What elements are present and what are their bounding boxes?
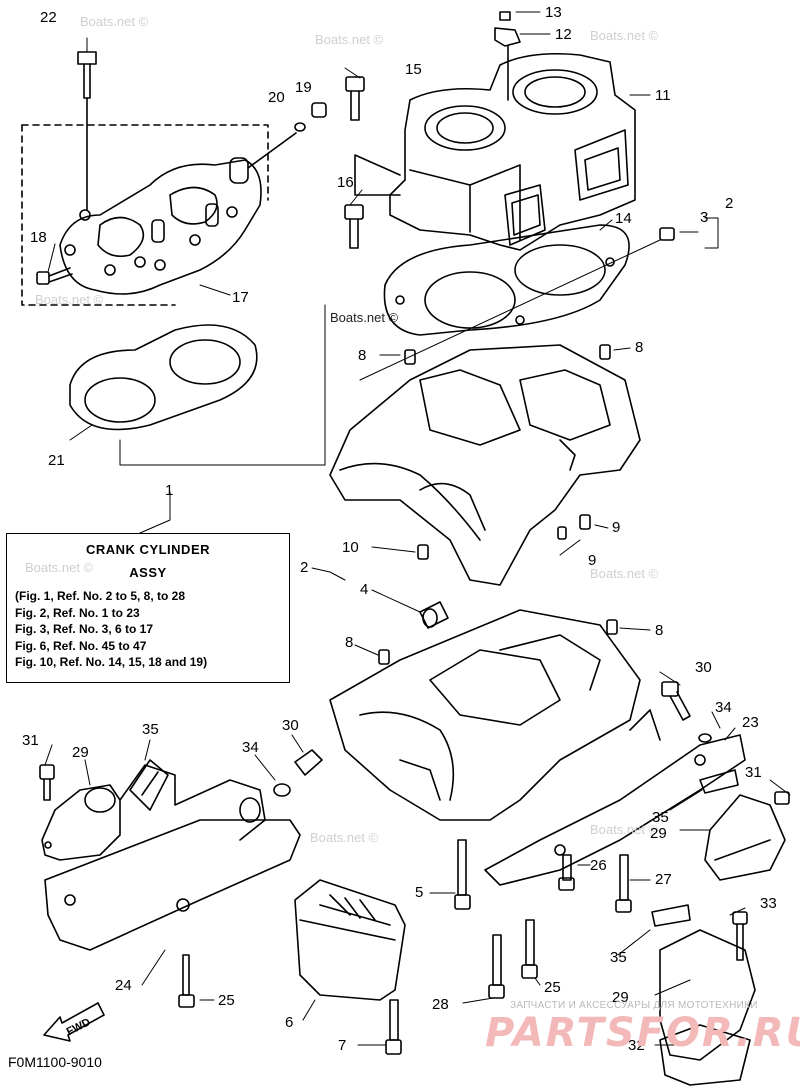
callout-8: 8 bbox=[358, 347, 367, 364]
bolt-15 bbox=[345, 76, 365, 121]
engine-mount-29-left bbox=[39, 764, 121, 861]
callout-10: 10 bbox=[342, 539, 359, 556]
watermark: Boats.net © bbox=[590, 822, 659, 837]
callout-29: 29 bbox=[612, 989, 629, 1006]
watermark: Boats.net © bbox=[80, 14, 149, 29]
cylinder-block bbox=[354, 53, 636, 251]
bushing-4 bbox=[419, 601, 449, 629]
watermark: Boats.net © bbox=[35, 292, 104, 307]
right-side-bolts bbox=[661, 681, 790, 961]
callout-23: 23 bbox=[742, 714, 759, 731]
bolt-22 bbox=[77, 51, 97, 211]
leader-lines bbox=[44, 11, 791, 1046]
shim-35-left bbox=[129, 759, 169, 811]
watermark: Boats.net © bbox=[315, 32, 384, 47]
callout-30: 30 bbox=[282, 717, 299, 734]
bolt-18 bbox=[36, 267, 73, 285]
watermark: Boats.net © bbox=[590, 566, 659, 581]
callout-18: 18 bbox=[30, 229, 47, 246]
callout-9: 9 bbox=[588, 552, 597, 569]
callout-34: 34 bbox=[242, 739, 259, 756]
head-cover-assembly bbox=[21, 124, 269, 306]
callout-2: 2 bbox=[300, 559, 309, 576]
callout-31: 31 bbox=[745, 764, 762, 781]
assy-ref-line: Fig. 2, Ref. No. 1 to 23 bbox=[15, 605, 140, 620]
partsfor-caption: ЗАПЧАСТИ И АКСЕССУАРЫ ДЛЯ МОТОТЕХНИКИ bbox=[510, 1000, 758, 1011]
callout-30: 30 bbox=[695, 659, 712, 676]
engine-mount-32 bbox=[659, 929, 756, 1086]
callout-15: 15 bbox=[405, 61, 422, 78]
callout-12: 12 bbox=[555, 26, 572, 43]
gasket-14 bbox=[383, 224, 630, 336]
callout-33: 33 bbox=[760, 895, 777, 912]
callout-19: 19 bbox=[295, 79, 312, 96]
mount-bracket-23 bbox=[484, 709, 746, 886]
callout-27: 27 bbox=[655, 871, 672, 888]
callout-14: 14 bbox=[615, 210, 632, 227]
callout-25: 25 bbox=[544, 979, 561, 996]
watermark: Boats.net © bbox=[590, 28, 659, 43]
callout-16: 16 bbox=[337, 174, 354, 191]
callout-7: 7 bbox=[338, 1037, 347, 1054]
gasket-21 bbox=[69, 324, 258, 431]
callout-35: 35 bbox=[652, 809, 669, 826]
watermark: Boats.net © bbox=[330, 310, 399, 325]
lower-crankcase bbox=[329, 609, 641, 821]
upper-crankcase bbox=[329, 344, 641, 586]
crank-cylinder-assy-box: CRANK CYLINDER ASSY (Fig. 1, Ref. No. 2 … bbox=[6, 533, 290, 683]
watermark: Boats.net © bbox=[310, 830, 379, 845]
mount-bracket-24 bbox=[44, 764, 301, 951]
callout-32: 32 bbox=[628, 1037, 645, 1054]
callout-34: 34 bbox=[715, 699, 732, 716]
callout-11: 11 bbox=[655, 87, 671, 104]
engine-mount-6 bbox=[294, 879, 406, 1001]
callout-3: 3 bbox=[700, 209, 709, 226]
diagram-code: F0M1100-9010 bbox=[8, 1054, 102, 1070]
assy-ref-line: Fig. 3, Ref. No. 3, 6 to 17 bbox=[15, 622, 154, 636]
callout-13: 13 bbox=[545, 4, 562, 21]
bracket-12 bbox=[494, 11, 521, 101]
callout-8: 8 bbox=[345, 634, 354, 651]
assy-ref-line: Fig. 10, Ref. No. 14, 15, 18 and 19) bbox=[15, 655, 208, 669]
callout-17: 17 bbox=[232, 289, 249, 306]
assy-title-line2: ASSY bbox=[129, 565, 167, 580]
callout-25: 25 bbox=[218, 992, 235, 1009]
callout-29: 29 bbox=[650, 825, 667, 842]
callout-8: 8 bbox=[655, 622, 664, 639]
assy-ref-line: Fig. 6, Ref. No. 45 to 47 bbox=[15, 638, 147, 653]
dowel-pins bbox=[378, 344, 618, 665]
watermark: Boats.net © bbox=[25, 560, 94, 575]
plug-19-washer-20 bbox=[247, 102, 327, 169]
callout-31: 31 bbox=[22, 732, 39, 749]
callout-6: 6 bbox=[285, 1014, 294, 1031]
partsfor-logo: PARTSFOR.RU bbox=[485, 1010, 800, 1056]
callout-4: 4 bbox=[360, 581, 369, 598]
forward-arrow-icon: FWD bbox=[43, 1002, 105, 1042]
callout-28: 28 bbox=[432, 996, 449, 1013]
callout-21: 21 bbox=[48, 452, 65, 469]
engine-mount-29-right bbox=[704, 794, 786, 881]
callout-29: 29 bbox=[72, 744, 89, 761]
assy-ref-line: (Fig. 1, Ref. No. 2 to 5, 8, to 28 bbox=[15, 589, 186, 603]
callout-8: 8 bbox=[635, 339, 644, 356]
crankcase-bolts bbox=[178, 839, 632, 1055]
shims-35-right bbox=[651, 769, 739, 927]
callout-35: 35 bbox=[142, 721, 159, 738]
callout-2: 2 bbox=[725, 195, 734, 212]
callout-5: 5 bbox=[415, 884, 424, 901]
callout-26: 26 bbox=[590, 857, 607, 874]
callout-1: 1 bbox=[165, 482, 174, 499]
callout-20: 20 bbox=[268, 89, 285, 106]
callout-35: 35 bbox=[610, 949, 627, 966]
assy-title-line1: CRANK CYLINDER bbox=[86, 542, 210, 557]
callout-22: 22 bbox=[40, 9, 57, 26]
bolt-3 bbox=[359, 227, 675, 381]
bolt-30-washer-34-left bbox=[273, 749, 323, 797]
bolt-16 bbox=[344, 204, 364, 249]
callout-24: 24 bbox=[115, 977, 132, 994]
callout-9: 9 bbox=[612, 519, 621, 536]
